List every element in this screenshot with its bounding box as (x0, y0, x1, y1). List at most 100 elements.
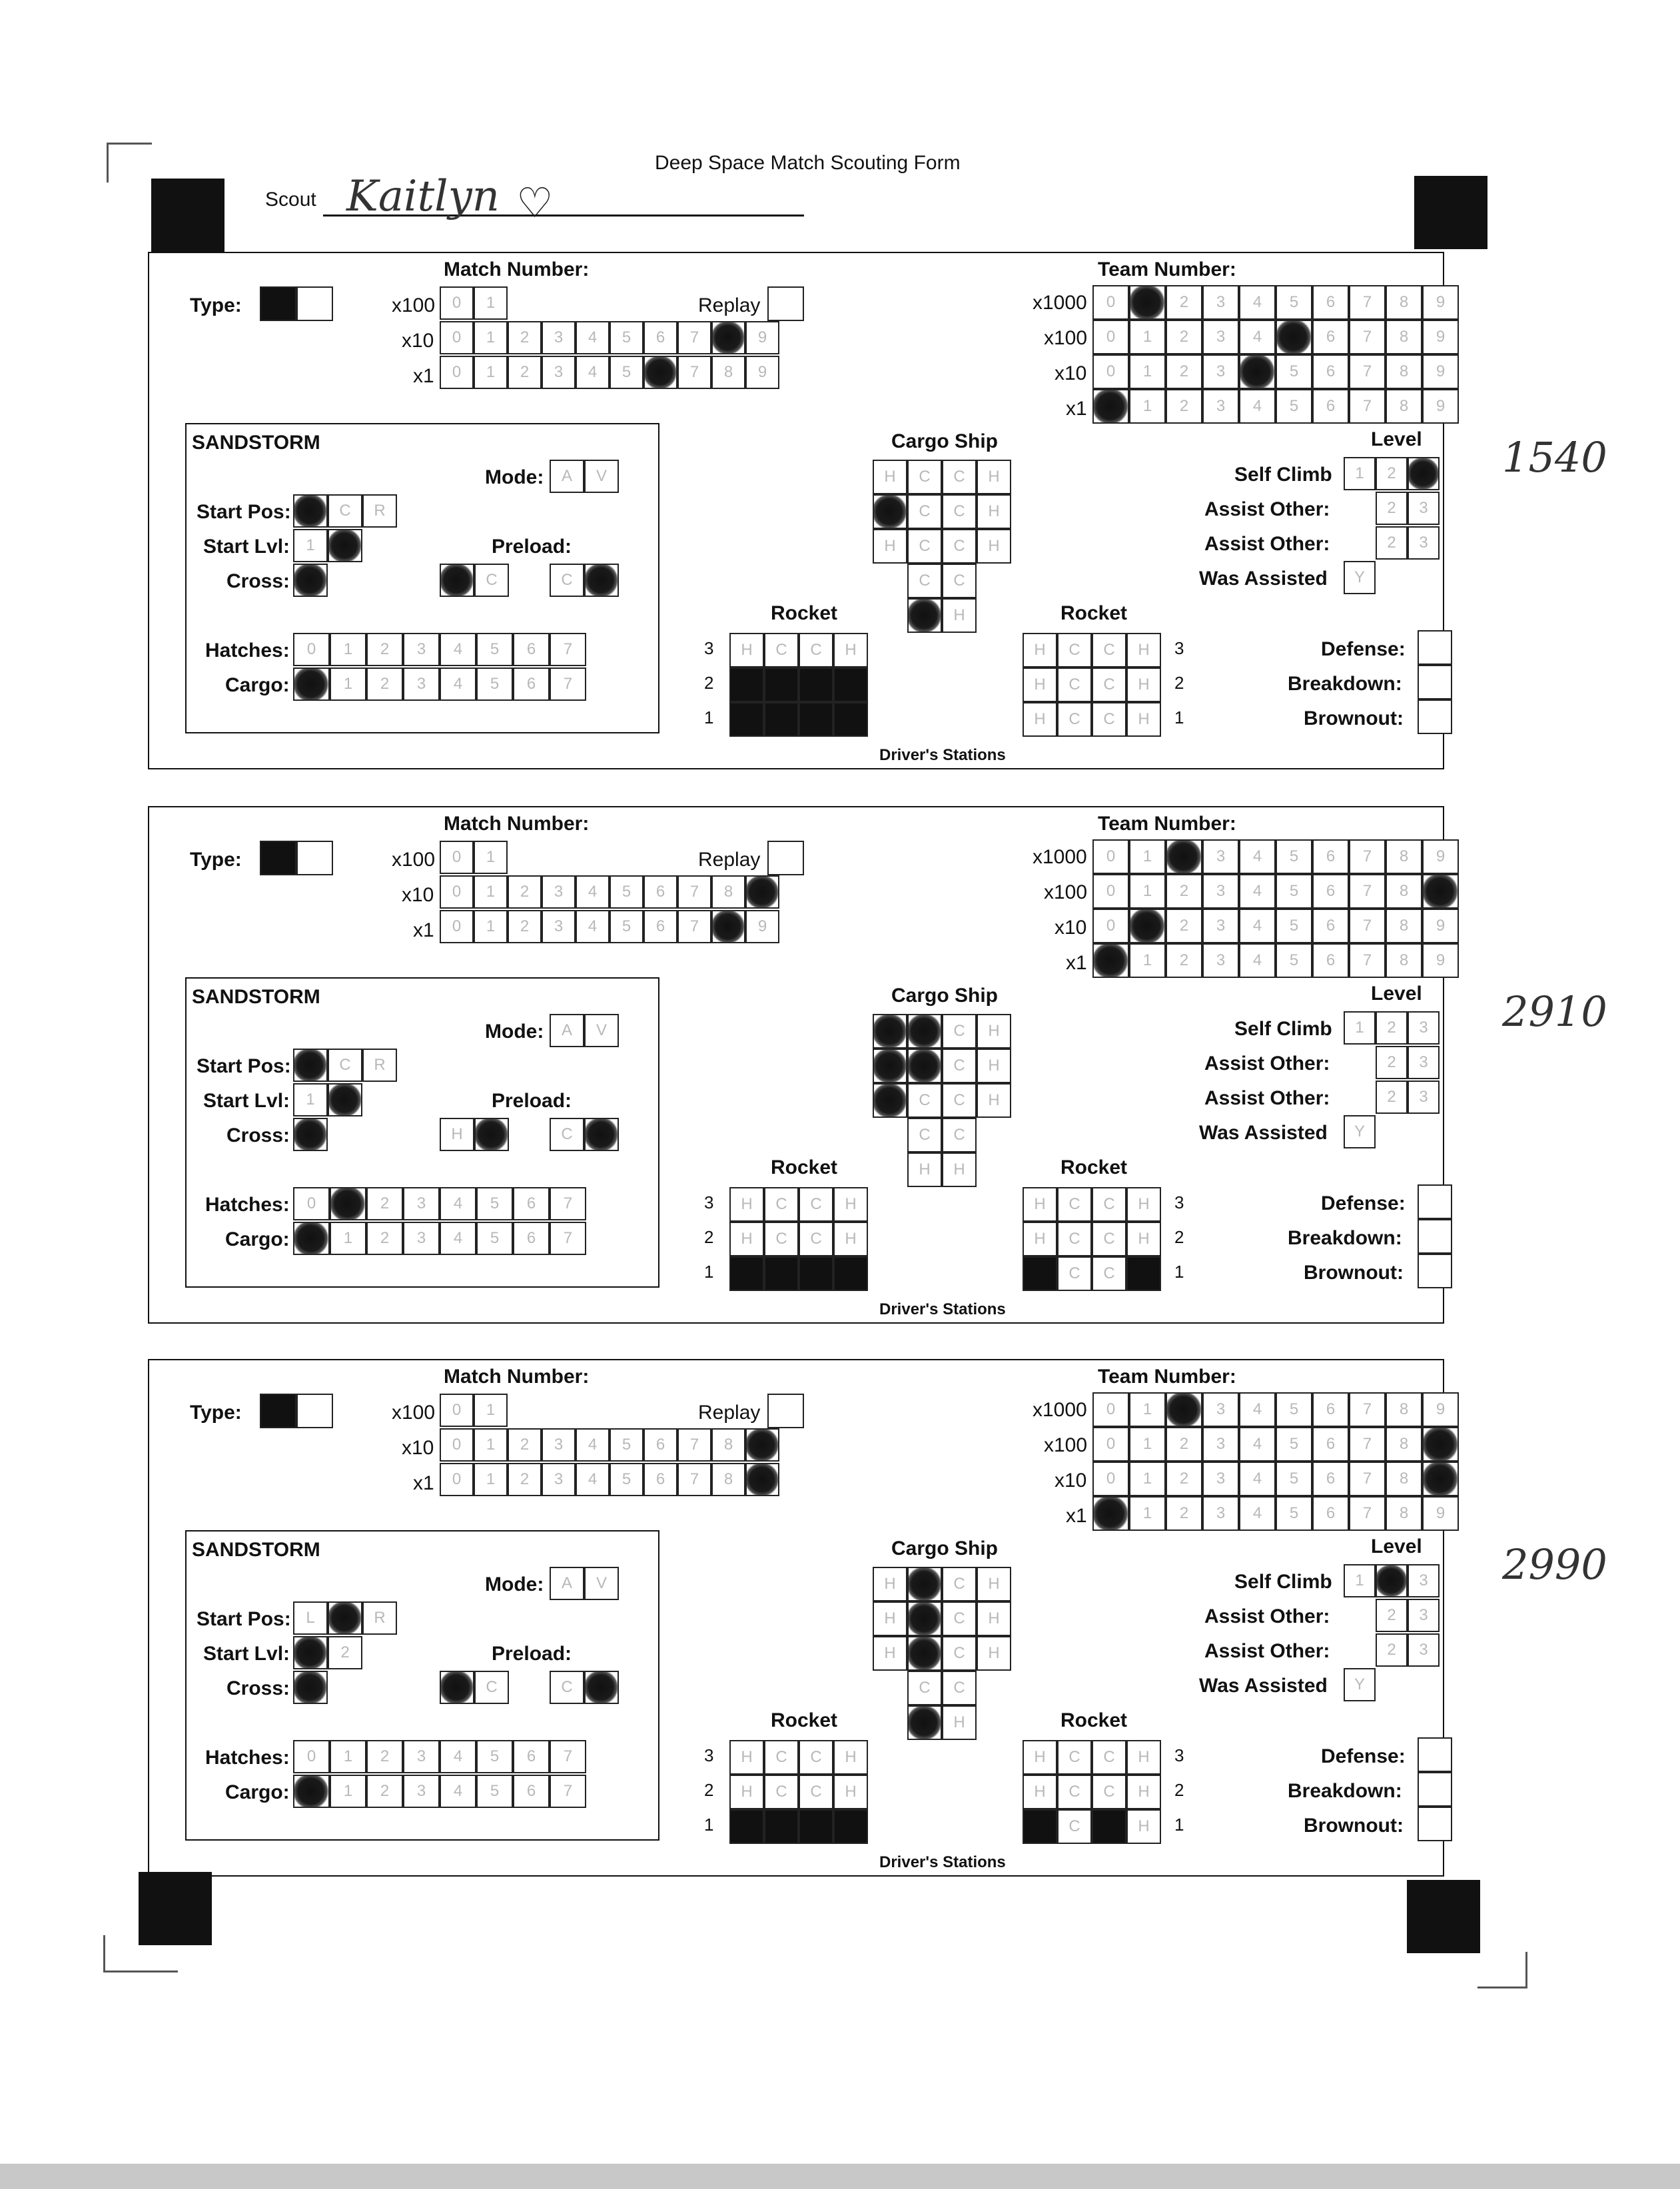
form2-match-x10-cell-4[interactable]: 4 (576, 875, 610, 909)
form3-team-x10-cell-7[interactable]: 7 (1349, 1462, 1386, 1496)
form1-start-pos-c[interactable]: C (328, 494, 362, 528)
form3-cargo-cell-6[interactable]: 6 (513, 1775, 550, 1808)
form1-match-x1-cell-8[interactable]: 8 (711, 356, 745, 389)
form3-hatches-cell-6[interactable]: 6 (513, 1740, 550, 1773)
form3-assist-other-b-3[interactable]: 3 (1408, 1633, 1440, 1667)
form2-rocket-right-l3-c3[interactable]: H (1126, 1187, 1161, 1222)
form1-cargo-cell-3[interactable]: 3 (403, 667, 440, 701)
form1-cargo-ship-r3-c1[interactable]: C (942, 564, 977, 598)
form3-team-x1000-cell-0[interactable]: 0 (1092, 1392, 1129, 1427)
form1-match-x1-cell-9[interactable]: 9 (745, 356, 779, 389)
form1-cargo-ship-r4-c0[interactable]: H (907, 598, 942, 633)
form1-cargo-cell-4[interactable]: 4 (440, 667, 476, 701)
form1-rocket-right-l2-c0[interactable]: H (1023, 667, 1057, 702)
form1-rocket-left-l3-c0[interactable]: H (729, 633, 764, 667)
form3-match-x10-cell-2[interactable]: 2 (508, 1428, 542, 1462)
form3-match-x1-cell-5[interactable]: 5 (610, 1463, 643, 1496)
form2-team-x1000-cell-0[interactable]: 0 (1092, 839, 1129, 874)
form2-match-x10-cell-1[interactable]: 1 (474, 875, 508, 909)
form1-rocket-left-l1-c3[interactable]: H (833, 702, 868, 737)
form3-rocket-right-l2-c0[interactable]: H (1023, 1775, 1057, 1809)
form2-cargo-ship-r0-c3[interactable]: H (977, 1014, 1011, 1049)
form1-rocket-right-l3-c3[interactable]: H (1126, 633, 1161, 667)
form1-team-x1-cell-8[interactable]: 8 (1386, 389, 1422, 424)
form2-team-x10-cell-1[interactable]: 1 (1129, 909, 1166, 943)
form3-match-x1-cell-0[interactable]: 0 (440, 1463, 474, 1496)
form1-start-lvl-1[interactable]: 1 (293, 529, 328, 562)
form3-cargo-cell-1[interactable]: 1 (330, 1775, 366, 1808)
form2-rocket-right-l1-c3[interactable]: H (1126, 1256, 1161, 1291)
form1-rocket-right-l2-c1[interactable]: C (1057, 667, 1092, 702)
form1-team-x1-cell-0[interactable]: 0 (1092, 389, 1129, 424)
form2-hatches-cell-0[interactable]: 0 (293, 1187, 330, 1220)
form3-cargo-cell-2[interactable]: 2 (366, 1775, 403, 1808)
form3-rocket-left-l2-c3[interactable]: H (833, 1775, 868, 1809)
form2-team-x10-cell-7[interactable]: 7 (1349, 909, 1386, 943)
form1-match-x10-cell-2[interactable]: 2 (508, 321, 542, 354)
form3-defense-box[interactable] (1418, 1737, 1452, 1772)
form1-match-x10-cell-5[interactable]: 5 (610, 321, 643, 354)
form3-match-x10-cell-1[interactable]: 1 (474, 1428, 508, 1462)
form1-team-x1000-cell-5[interactable]: 5 (1276, 285, 1312, 320)
form3-team-x1-cell-1[interactable]: 1 (1129, 1496, 1166, 1531)
form2-match-x10-cell-3[interactable]: 3 (542, 875, 576, 909)
form2-team-x1000-cell-3[interactable]: 3 (1202, 839, 1239, 874)
form3-team-x1-cell-3[interactable]: 3 (1202, 1496, 1239, 1531)
form1-team-x1-cell-5[interactable]: 5 (1276, 389, 1312, 424)
form3-self-climb-1[interactable]: 1 (1344, 1564, 1376, 1597)
form3-match-x10-cell-0[interactable]: 0 (440, 1428, 474, 1462)
form3-match-x1-cell-7[interactable]: 7 (677, 1463, 711, 1496)
form1-rocket-right-l3-c0[interactable]: H (1023, 633, 1057, 667)
form3-brownout-box[interactable] (1418, 1807, 1452, 1841)
form3-match-x1-cell-1[interactable]: 1 (474, 1463, 508, 1496)
form2-cargo-ship-r0-c1[interactable]: C (907, 1014, 942, 1049)
form1-cargo-ship-r0-c0[interactable]: H (873, 460, 907, 494)
form3-match-x10-cell-6[interactable]: 6 (643, 1428, 677, 1462)
form1-assist-other-b-2[interactable]: 2 (1376, 526, 1408, 560)
form3-match-x1-cell-9[interactable]: 9 (745, 1463, 779, 1496)
form1-rocket-right-l3-c1[interactable]: C (1057, 633, 1092, 667)
form2-cargo-ship-r3-c0[interactable]: C (907, 1118, 942, 1152)
form1-team-x1000-cell-6[interactable]: 6 (1312, 285, 1349, 320)
form1-rocket-right-l1-c0[interactable]: H (1023, 702, 1057, 737)
form1-preload-left-h[interactable]: H (440, 564, 474, 597)
form1-team-x1000-cell-0[interactable]: 0 (1092, 285, 1129, 320)
form2-team-x100-cell-3[interactable]: 3 (1202, 874, 1239, 909)
form3-start-pos-r[interactable]: R (362, 1601, 397, 1635)
form3-team-x1-cell-0[interactable]: 0 (1092, 1496, 1129, 1531)
form2-match-x1-cell-3[interactable]: 3 (542, 910, 576, 943)
form3-rocket-right-l1-c1[interactable]: C (1057, 1809, 1092, 1844)
form2-match-x1-cell-6[interactable]: 6 (643, 910, 677, 943)
form3-rocket-left-l3-c3[interactable]: H (833, 1740, 868, 1775)
form3-team-x1000-cell-5[interactable]: 5 (1276, 1392, 1312, 1427)
form2-start-lvl-2[interactable]: 2 (328, 1083, 362, 1116)
form3-team-x1-cell-4[interactable]: 4 (1239, 1496, 1276, 1531)
form3-breakdown-box[interactable] (1418, 1772, 1452, 1807)
form2-team-x100-cell-4[interactable]: 4 (1239, 874, 1276, 909)
form2-match-x1-cell-2[interactable]: 2 (508, 910, 542, 943)
form1-match-x100-cell-1[interactable]: 1 (474, 286, 508, 320)
form2-team-x1000-cell-6[interactable]: 6 (1312, 839, 1349, 874)
form1-team-x100-cell-6[interactable]: 6 (1312, 320, 1349, 354)
form2-team-x10-cell-5[interactable]: 5 (1276, 909, 1312, 943)
form3-type-blue[interactable] (296, 1394, 333, 1428)
form3-mode-autonomous[interactable]: A (550, 1567, 584, 1600)
form2-rocket-left-l1-c3[interactable]: H (833, 1256, 868, 1291)
form3-hatches-cell-3[interactable]: 3 (403, 1740, 440, 1773)
form1-team-x100-cell-9[interactable]: 9 (1422, 320, 1459, 354)
form1-match-x10-cell-8[interactable]: 8 (711, 321, 745, 354)
form1-assist-other-a-3[interactable]: 3 (1408, 492, 1440, 525)
form1-rocket-left-l2-c0[interactable]: H (729, 667, 764, 702)
form3-rocket-left-l1-c1[interactable]: C (764, 1809, 799, 1844)
form1-team-x10-cell-5[interactable]: 5 (1276, 354, 1312, 389)
form3-team-x10-cell-3[interactable]: 3 (1202, 1462, 1239, 1496)
form2-rocket-left-l1-c2[interactable]: C (799, 1256, 833, 1291)
form1-cargo-ship-r2-c1[interactable]: C (907, 529, 942, 564)
form1-match-x10-cell-7[interactable]: 7 (677, 321, 711, 354)
form1-team-x100-cell-2[interactable]: 2 (1166, 320, 1202, 354)
form2-cargo-ship-r1-c2[interactable]: C (942, 1049, 977, 1083)
form2-start-lvl-1[interactable]: 1 (293, 1083, 328, 1116)
form3-cargo-ship-r3-c1[interactable]: C (942, 1671, 977, 1705)
form3-match-x100-cell-1[interactable]: 1 (474, 1394, 508, 1427)
form1-cargo-ship-r2-c2[interactable]: C (942, 529, 977, 564)
